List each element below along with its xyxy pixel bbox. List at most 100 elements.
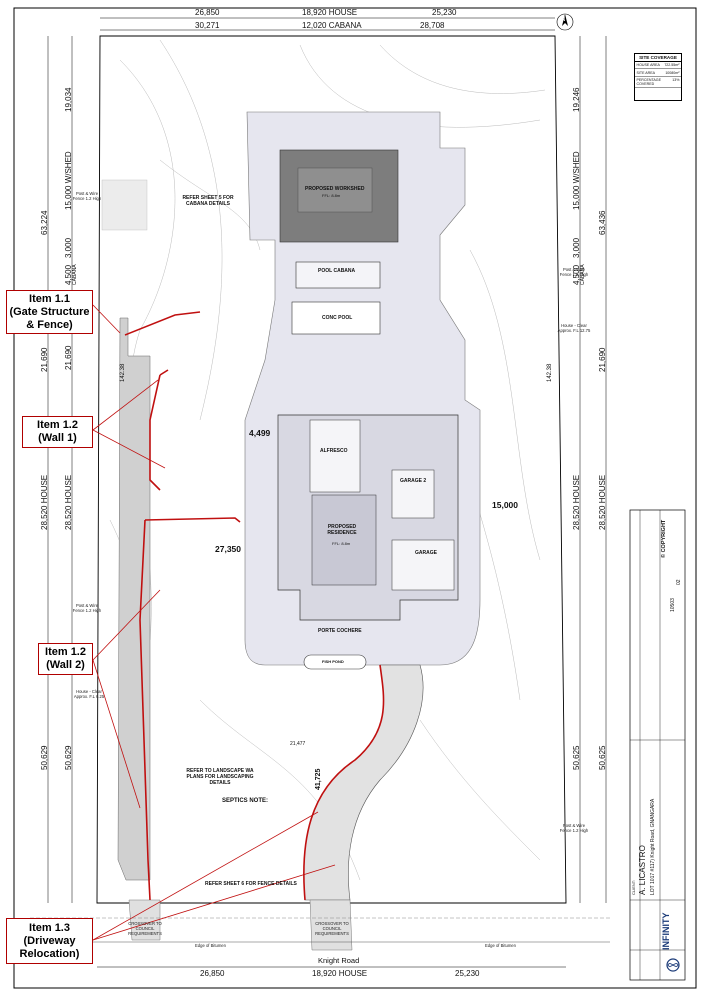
site-coverage-row: PERCENTAGE COVERED 13%	[635, 77, 681, 89]
house-clear-left: House - Clear Approx. F.L 6.25	[73, 689, 105, 699]
title-block-frame	[629, 509, 686, 981]
top-dim-4: 30,271	[195, 21, 220, 30]
dim-142-right: 142.38	[547, 363, 553, 382]
top-dim-5: 12,020 CABANA	[302, 21, 362, 30]
right-inner-19246: 19,246	[572, 87, 581, 112]
pool-block	[291, 301, 381, 335]
site-address: LOT 1017 #117) Knight Road, GNANGARA	[650, 798, 656, 895]
refer-landscape-note: REFER TO LANDSCAPE WA PLANS FOR LANDSCAP…	[186, 768, 254, 786]
left-inner-cabana: CABANA	[72, 264, 78, 285]
callout-item-1-2-wall-2: Item 1.2 (Wall 2)	[38, 643, 93, 675]
fence-note-right-top: Post & Wire Fence 1.2 High	[559, 267, 589, 277]
cabana-label: POOL CABANA	[318, 268, 356, 274]
site-coverage-row: HOUSE AREA 722.55m²	[635, 62, 681, 70]
row-label: HOUSE AREA	[636, 63, 660, 68]
left-dim-21690: 21,690	[40, 347, 49, 372]
right-inner-15000: 15,000 W/SHED	[572, 151, 581, 210]
crossover-left: CROSSOVER TO COUNCIL REQUIREMENTS	[128, 921, 162, 936]
septics-note-title: SEPTICS NOTE:	[222, 798, 269, 804]
dim-15000: 15,000	[492, 500, 518, 510]
workshed-label: PROPOSED WORKSHED	[305, 186, 365, 192]
callout-line: & Fence)	[26, 318, 73, 331]
client-label: CLIENT:	[631, 880, 636, 895]
left-inner-19034: 19,034	[64, 87, 73, 112]
left-inner-21690: 21,690	[64, 345, 73, 370]
right-inner-3000: 3,000	[572, 237, 581, 258]
north-arrow-icon	[556, 13, 574, 31]
right-dim-63436: 63,436	[598, 210, 607, 235]
row-value: 722.55m²	[664, 63, 680, 68]
residence-ffl: FFL: 8.8m	[332, 541, 351, 546]
left-dim-50629: 50,629	[40, 745, 49, 770]
job-number: 10503	[670, 598, 676, 612]
fence-note-right-bottom: Post & Wire Fence 1.2 High	[559, 823, 589, 833]
row-value: 13%	[672, 77, 680, 82]
dimension-lines	[47, 17, 607, 968]
right-dim-21690: 21,690	[598, 347, 607, 372]
client-name: A. LICASTRO	[638, 845, 647, 895]
left-inner-50629: 50,629	[64, 745, 73, 770]
right-dim-28520: 28,520 HOUSE	[598, 474, 607, 530]
top-dim-1: 26,850	[195, 8, 220, 17]
callout-line: (Wall 1)	[38, 432, 77, 444]
top-dim-6: 28,708	[420, 21, 445, 30]
bottom-dim-3: 25,230	[455, 969, 480, 978]
fish-pond-block	[303, 654, 367, 670]
right-inner-50625: 50,625	[572, 745, 581, 770]
dim-41725: 41,725	[315, 768, 322, 790]
callout-line: Item 1.3	[29, 921, 70, 934]
left-dim-28520: 28,520 HOUSE	[40, 474, 49, 530]
row-value: 10080m²	[665, 70, 680, 75]
row-label: SITE AREA	[636, 70, 656, 75]
alfresco-label: ALFRESCO	[320, 448, 348, 454]
red-walls	[124, 311, 385, 901]
porte-cochere-label: PORTE COCHERE	[318, 628, 362, 634]
north-label: N	[561, 17, 566, 23]
site-coverage-row: SITE AREA 10080m²	[635, 69, 681, 77]
landscape-strip	[117, 317, 151, 881]
infinity-logo-icon	[666, 958, 680, 972]
lot-boundary	[96, 35, 567, 904]
fence-note-left-top: Post & Wire Fence 1.2 High	[72, 191, 102, 201]
dim-27350: 27,350	[215, 544, 241, 554]
site-coverage-title: SITE COVERAGE	[635, 54, 681, 62]
dim-21477: 21,477	[290, 741, 306, 747]
right-inner-28520: 28,520 HOUSE	[572, 474, 581, 530]
left-inner-3000: 3,000	[64, 237, 73, 258]
copyright-label: © COPYRIGHT	[661, 519, 667, 558]
callout-line: Item 1.1	[29, 292, 70, 305]
top-dim-2: 18,920 HOUSE	[302, 8, 358, 17]
dim-142-left: 142.38	[120, 363, 126, 382]
refer-fence-note: REFER SHEET 6 FOR FENCE DETAILS	[205, 881, 297, 887]
pool-label: CONC POOL	[322, 315, 353, 321]
fence-note-left-bottom: Post & Wire Fence 1.2 High	[72, 603, 102, 613]
site-coverage-table: SITE COVERAGE HOUSE AREA 722.55m² SITE AR…	[634, 53, 682, 101]
edge-bitumen-right: Edge of Bitumen	[485, 943, 516, 948]
callout-line: Relocation)	[19, 947, 80, 960]
cabana-block	[295, 261, 381, 289]
callout-item-1-2-wall-1: Item 1.2 (Wall 1)	[22, 416, 93, 448]
garage-label: GARAGE	[415, 550, 437, 556]
bottom-dim-1: 26,850	[200, 969, 225, 978]
callout-item-1-1: Item 1.1 (Gate Structure & Fence)	[6, 290, 93, 334]
refer-cabana-note: REFER SHEET 5 FOR CABANA DETAILS	[182, 195, 234, 207]
row-label: PERCENTAGE COVERED	[636, 77, 662, 86]
house-clear-right: House - Clear Approx. F.L 12.75	[557, 323, 591, 333]
right-dim-50625: 50,625	[598, 745, 607, 770]
residence-label: PROPOSED RESIDENCE	[327, 524, 357, 536]
workshed-ffl: FFL: 8.8m	[322, 193, 341, 198]
callout-leaders	[92, 304, 336, 941]
bottom-dim-2: 18,920 HOUSE	[312, 969, 368, 978]
callout-line: (Gate Structure	[9, 305, 90, 318]
top-dim-3: 25,230	[432, 8, 457, 17]
sheet-border	[13, 7, 697, 989]
callout-line: Item 1.2	[45, 646, 86, 658]
callout-line: (Driveway	[23, 934, 76, 947]
callout-item-1-3: Item 1.3 (Driveway Relocation)	[6, 918, 93, 964]
left-inner-28520: 28,520 HOUSE	[64, 474, 73, 530]
fish-pond-label: FISH POND	[322, 659, 344, 664]
sheet-number: 02	[676, 579, 682, 585]
callout-line: Item 1.2	[37, 419, 78, 431]
left-dim-63224: 63,224	[40, 210, 49, 235]
